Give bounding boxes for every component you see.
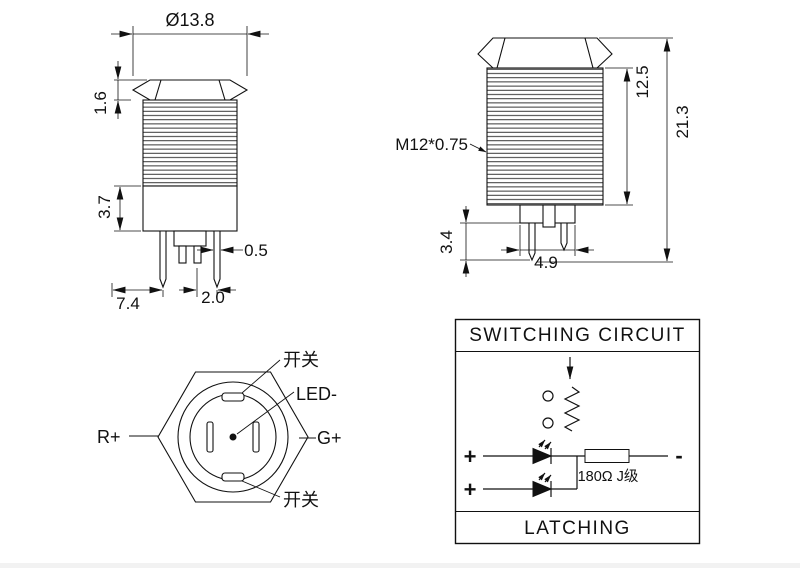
pinout-view-body xyxy=(157,371,309,503)
led-symbol-1 xyxy=(532,447,553,465)
pin-right xyxy=(213,230,221,289)
dim-head-height-label: 1.6 xyxy=(91,91,110,115)
dim-diameter-label: Ø13.8 xyxy=(165,10,214,30)
contact-lower xyxy=(542,417,554,429)
hex-facet-line-left xyxy=(154,79,162,101)
minus-sign: - xyxy=(675,443,682,468)
led-symbol-2 xyxy=(532,480,553,498)
leader-switch-top xyxy=(241,359,281,394)
pin-left xyxy=(528,222,536,262)
resistor-value-label: 180Ω J级 xyxy=(578,468,639,485)
circuit-diagram xyxy=(483,357,668,498)
pinout-leader-lines xyxy=(129,359,316,498)
led-emission-arrow-2a xyxy=(538,472,546,481)
switch-pin-top xyxy=(221,392,245,402)
threaded-body xyxy=(142,99,238,187)
led-emission-arrow-2b xyxy=(544,474,552,483)
hex-outline xyxy=(157,371,309,503)
dim-terminal-length-label: 3.4 xyxy=(437,230,456,254)
collar xyxy=(142,185,238,232)
dim-pin-pitch-label: 2.0 xyxy=(201,288,225,307)
circuit-footer: LATCHING xyxy=(524,518,631,539)
led-emission-arrow-1a xyxy=(538,439,546,448)
front-view-dimensions xyxy=(111,26,269,297)
contact-upper xyxy=(542,390,554,402)
dim-thread-length-label: 12.5 xyxy=(633,65,652,98)
pin-label-switch-bottom: 开关 xyxy=(283,490,319,510)
hex-head-side xyxy=(131,79,249,101)
pin-label-green-positive: G+ xyxy=(317,428,342,448)
circuit-panel-frame xyxy=(454,318,701,545)
dim-pin-width-label: 0.5 xyxy=(244,241,268,260)
led-common-dot xyxy=(229,433,237,441)
terminal-stub-left xyxy=(178,245,187,264)
plus-sign-row1: + xyxy=(464,444,477,469)
dim-terminal-width-label: 4.9 xyxy=(534,253,558,272)
leader-led-negative xyxy=(236,391,295,435)
bezel-circle-outer xyxy=(177,381,289,493)
hex-facet-line-right xyxy=(584,37,594,69)
led-emission-arrow-1b xyxy=(544,441,552,450)
center-terminal xyxy=(542,204,556,228)
pin-label-led-negative: LED- xyxy=(296,384,337,404)
dim-collar-height-label: 3.7 xyxy=(95,195,114,219)
resistor-symbol xyxy=(584,449,630,463)
hex-facet-line-right xyxy=(218,79,226,101)
red-anode-pin xyxy=(206,421,214,453)
terminal-stub-right xyxy=(193,245,202,264)
pin-left xyxy=(159,230,167,289)
threaded-body xyxy=(486,67,604,206)
side-view-body xyxy=(477,37,613,262)
terminal-housing xyxy=(173,230,207,247)
front-view-body xyxy=(131,79,249,289)
pin-label-red-positive: R+ xyxy=(97,427,121,447)
hex-facet-line-left xyxy=(496,37,506,69)
plus-sign-row2: + xyxy=(464,477,477,502)
circuit-title: SWITCHING CIRCUIT xyxy=(469,325,686,346)
pin-right xyxy=(560,222,568,252)
switch-pin-bottom xyxy=(221,472,245,482)
panel-border xyxy=(454,318,701,545)
side-view-dimensions xyxy=(460,37,673,277)
dim-total-length-label: 21.3 xyxy=(673,105,692,138)
thread-spec-label: M12*0.75 xyxy=(395,135,468,154)
dim-pin-offset-label: 7.4 xyxy=(116,294,140,313)
latching-spring xyxy=(563,386,581,432)
leader-switch-bottom xyxy=(241,480,281,498)
green-anode-pin xyxy=(252,421,260,453)
pin-label-switch-top: 开关 xyxy=(283,350,319,370)
